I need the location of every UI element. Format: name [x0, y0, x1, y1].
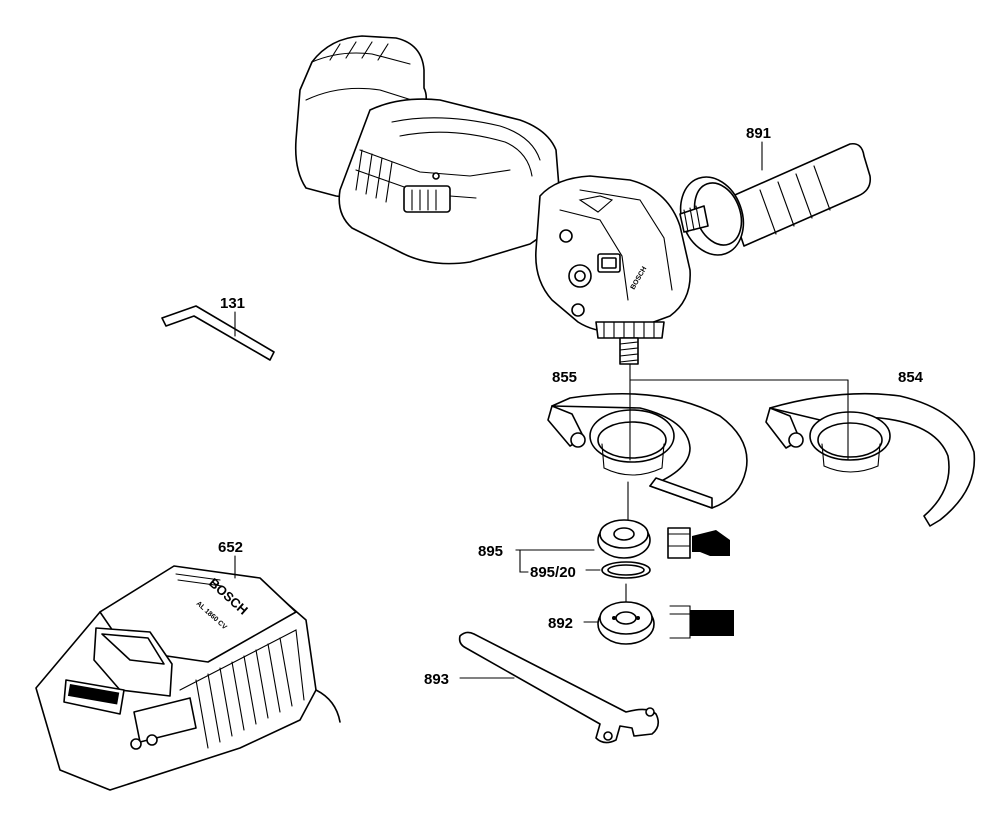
label-892: 892: [548, 615, 573, 632]
label-891: 891: [746, 125, 771, 142]
side-handle-891: 891: [679, 125, 872, 256]
lock-nut-892: 892: [548, 583, 655, 645]
o-ring-895-20: 895/20: [530, 561, 651, 581]
wheel-guard-854: 854: [765, 369, 976, 527]
angle-grinder-body: BOSCH: [294, 35, 691, 365]
flange-895: 895: [478, 481, 651, 573]
lock-nut-892-section-detail: [669, 605, 734, 639]
battery-charger-652: BOSCH AL 1860 CV 652: [35, 539, 341, 791]
label-895: 895: [478, 543, 503, 560]
label-854: 854: [898, 369, 924, 386]
hex-key-131: 131: [161, 295, 275, 361]
label-855: 855: [552, 369, 577, 386]
label-895-20: 895/20: [530, 564, 576, 581]
flange-895-section-detail: [667, 527, 730, 559]
spanner-wrench-893: 893: [424, 631, 660, 744]
label-893: 893: [424, 671, 449, 688]
wheel-guard-855: 855: [547, 363, 748, 509]
label-652: 652: [218, 539, 243, 556]
label-131: 131: [220, 295, 245, 312]
